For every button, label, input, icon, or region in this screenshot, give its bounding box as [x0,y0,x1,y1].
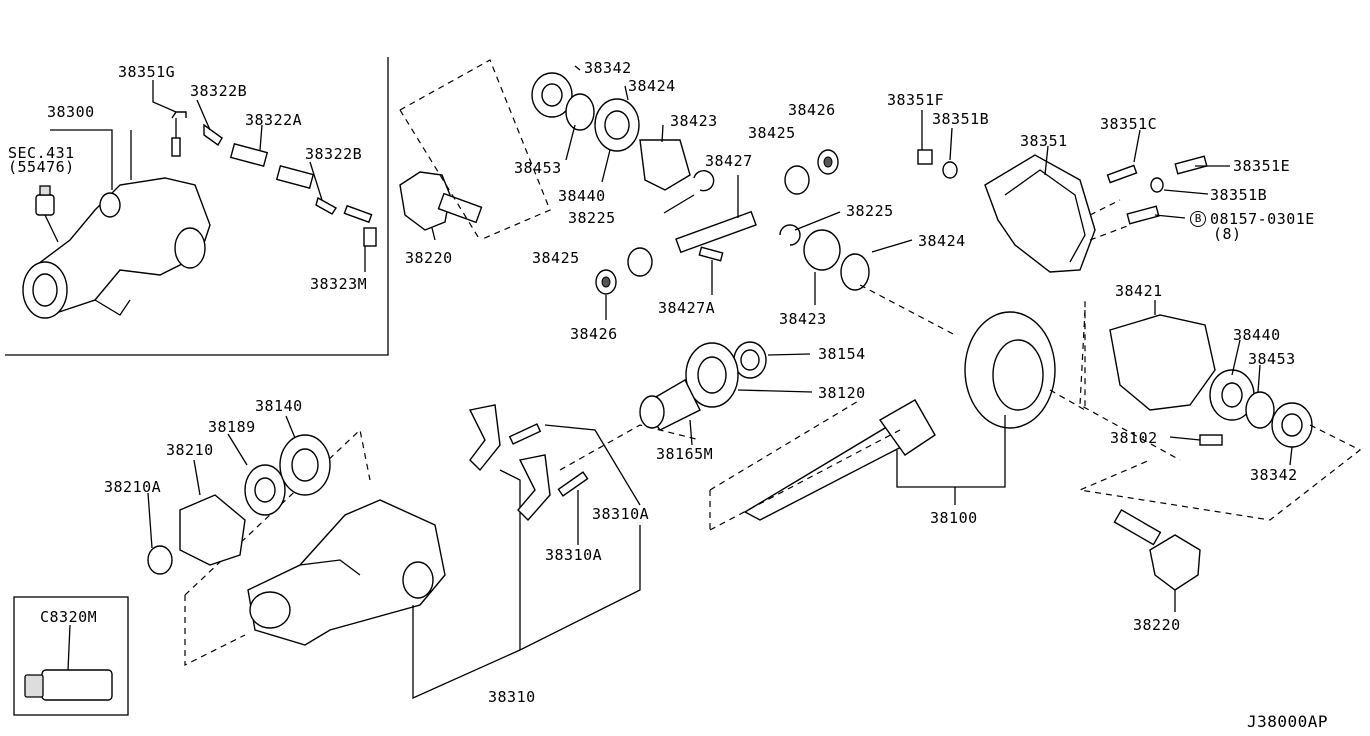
companion-flange-set [147,415,331,575]
label-38102: 38102 [1110,429,1158,447]
pinion-bearing-set [639,341,813,446]
label-38426-a: 38426 [788,101,836,119]
label-38342-b: 38342 [1250,466,1298,484]
label-38351: 38351 [1020,132,1068,150]
label-sec-431: SEC.431 [8,144,75,162]
label-08157-0301E: 08157-0301E [1210,210,1315,228]
bearing-set-top-center [531,65,715,214]
rear-axle-assembly-inset [22,80,377,319]
label-38100: 38100 [930,509,978,527]
label-38421: 38421 [1115,282,1163,300]
label-38427A: 38427A [658,299,716,317]
label-38351C: 38351C [1100,115,1158,133]
diagram-code: J38000AP [1247,712,1329,731]
pinion-flange-bottom [1113,508,1201,612]
label-38154: 38154 [818,345,866,363]
label-38322B-b: 38322B [305,145,363,163]
label-38310A-a: 38310A [592,505,650,523]
label-38440-a: 38440 [558,187,606,205]
label-c8320m: C8320M [40,608,98,626]
ring-gear-and-pinion [709,284,1086,531]
pinion-shaft-set [595,149,913,320]
label-38426-b: 38426 [570,325,618,343]
label-38189: 38189 [208,418,256,436]
label-38210A: 38210A [104,478,162,496]
label-38424-a: 38424 [628,77,676,95]
label-38351E: 38351E [1233,157,1291,175]
label-38322A: 38322A [245,111,303,129]
pinion-flange-top [399,59,551,241]
label-38322B-a: 38322B [190,82,248,100]
label-38225-b: 38225 [846,202,894,220]
differential-case [1077,300,1362,521]
tool-c8320m [24,624,113,701]
side-retainer-set [468,404,701,545]
differential-carrier-bottom [184,428,641,700]
label-38140: 38140 [255,397,303,415]
inset-frame-bottom-left [13,596,129,716]
rear-cover [917,110,1230,273]
label-38300: 38300 [47,103,95,121]
label-38351B-b: 38351B [1210,186,1268,204]
label-38310: 38310 [488,688,536,706]
label-38351G: 38351G [118,63,176,81]
label-38423-a: 38423 [670,112,718,130]
label-38210: 38210 [166,441,214,459]
label-38453-b: 38453 [1248,350,1296,368]
label-38453-a: 38453 [514,159,562,177]
label-38423-b: 38423 [779,310,827,328]
label-38351B-a: 38351B [932,110,990,128]
inset-frame-top-left [5,57,389,356]
label-38225-a: 38225 [568,209,616,227]
label-08157-qty: (8) [1213,225,1242,243]
label-38323M: 38323M [310,275,368,293]
circled-b-symbol: B [1190,211,1206,227]
label-38310A-b: 38310A [545,546,603,564]
label-38424-b: 38424 [918,232,966,250]
label-38425-a: 38425 [748,124,796,142]
label-38440-b: 38440 [1233,326,1281,344]
label-38425-b: 38425 [532,249,580,267]
label-38165M: 38165M [656,445,714,463]
label-38427: 38427 [705,152,753,170]
label-38220-a: 38220 [405,249,453,267]
label-38351F: 38351F [887,91,945,109]
label-55476: (55476) [8,158,75,176]
label-38220-b: 38220 [1133,616,1181,634]
label-38342-a: 38342 [584,59,632,77]
label-38120: 38120 [818,384,866,402]
